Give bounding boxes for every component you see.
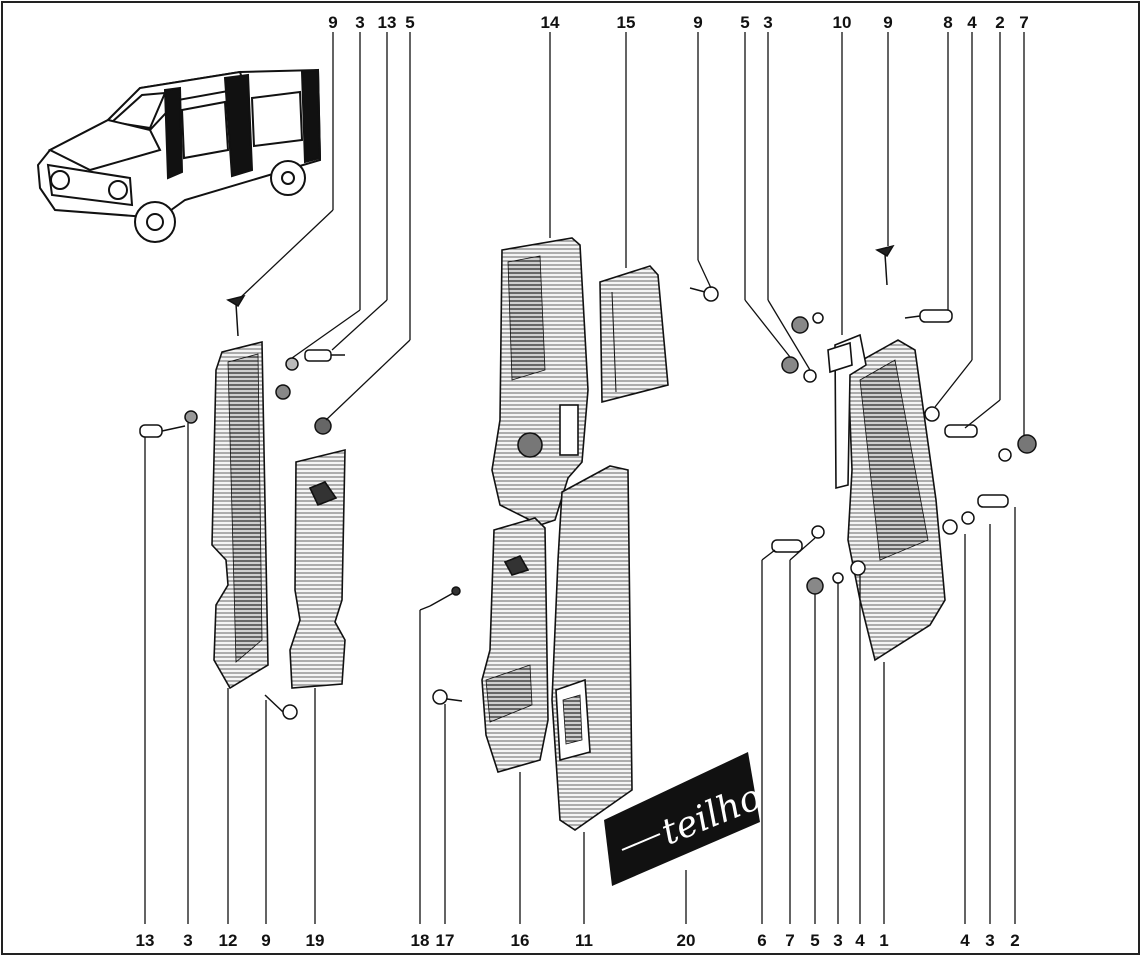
bottom-callout-label-16: 4 [960, 931, 970, 950]
bottom-callout-label-2: 12 [219, 931, 238, 950]
bottom-callout-label-10: 6 [757, 931, 766, 950]
bottom-callout-label-8: 11 [575, 931, 593, 950]
top-callout-label-5: 15 [617, 13, 636, 32]
center-fasteners [429, 286, 719, 705]
top-callout-label-6: 9 [693, 13, 702, 32]
top-callout-label-14: 7 [1019, 13, 1028, 32]
top-callout-label-13: 2 [995, 13, 1004, 32]
top-callout-label-9: 10 [833, 13, 852, 32]
bottom-callout-label-17: 3 [985, 931, 994, 950]
bottom-callout-label-14: 4 [855, 931, 865, 950]
b-pillar-trim-part-1 [847, 339, 946, 662]
bottom-callout-label-3: 9 [261, 931, 270, 950]
b-pillar-trim-part-14 [491, 237, 589, 526]
bottom-callout-label-12: 5 [810, 931, 819, 950]
top-callout-label-4: 14 [541, 13, 560, 32]
bottom-callout-label-5: 18 [411, 931, 430, 950]
trim-part-16 [481, 517, 549, 773]
top-callout-label-2: 13 [378, 13, 397, 32]
bottom-callout-label-6: 17 [436, 931, 455, 950]
trim-part-15 [599, 265, 669, 404]
leader-lines [144, 32, 1025, 924]
top-callout-label-3: 5 [405, 13, 414, 32]
top-callout-label-8: 3 [763, 13, 772, 32]
bracket-part-10 [827, 333, 867, 490]
bottom-callout-label-13: 3 [833, 931, 842, 950]
bottom-callout-label-18: 2 [1010, 931, 1019, 950]
top-callout-label-1: 3 [355, 13, 364, 32]
trim-part-11 [551, 465, 633, 831]
bottom-callout-label-4: 19 [306, 931, 325, 950]
vehicle-illustration [36, 68, 322, 243]
bottom-callout-label-0: 13 [136, 931, 155, 950]
bottom-callout-label-1: 3 [183, 931, 192, 950]
bottom-callout-label-7: 16 [511, 931, 530, 950]
bottom-callout-label-11: 7 [785, 931, 794, 950]
top-callout-label-7: 5 [740, 13, 749, 32]
left-fasteners [139, 294, 345, 720]
right-fasteners [771, 244, 1037, 595]
top-callout-label-11: 8 [943, 13, 952, 32]
top-callout-label-12: 4 [967, 13, 977, 32]
top-callout-label-10: 9 [883, 13, 892, 32]
pillar-trim-part-12 [211, 340, 269, 690]
pillar-trim-part-19 [289, 448, 346, 689]
bottom-callout-label-15: 1 [879, 931, 888, 950]
top-callout-label-0: 9 [328, 13, 337, 32]
bottom-callout-label-9: 20 [677, 931, 696, 950]
